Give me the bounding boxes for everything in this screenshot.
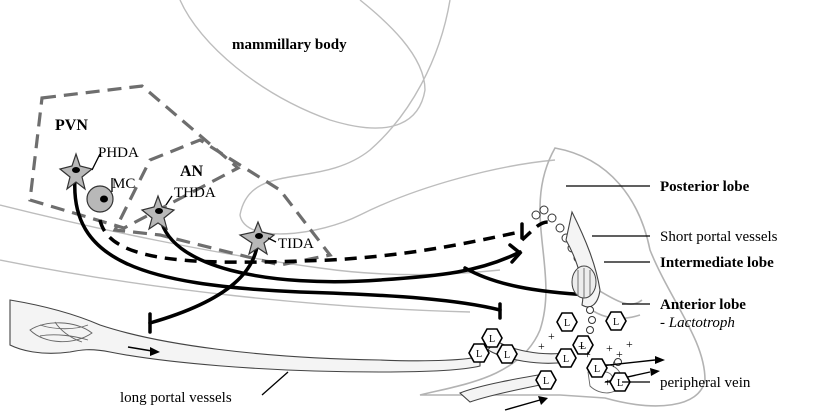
- lactotroph-cell: L: [476, 349, 482, 360]
- phda-label: PHDA: [98, 145, 139, 161]
- lactotroph-cell: L: [613, 317, 619, 328]
- thda-label: THDA: [174, 185, 216, 201]
- lactotroph-cell: L: [543, 376, 549, 387]
- plus-sign: +: [626, 337, 633, 351]
- lactotroph-cell: L: [489, 334, 495, 345]
- lactotroph-cell: L: [564, 318, 570, 329]
- plus-sign: +: [604, 375, 611, 389]
- anterior-lobe-label: Anterior lobe: [660, 297, 746, 313]
- mc-label: MC: [112, 176, 135, 192]
- axons: [75, 178, 590, 332]
- short-portal-vessels-label: Short portal vessels: [660, 229, 778, 245]
- lactotroph-label: - Lactotroph: [660, 315, 735, 331]
- lactotroph-cell: L: [617, 378, 623, 389]
- posterior-lobe-label: Posterior lobe: [660, 179, 750, 195]
- intermediate-lobe-label: Intermediate lobe: [660, 255, 774, 271]
- plus-sign: +: [538, 339, 545, 353]
- plus-sign: +: [584, 347, 591, 361]
- long-portal-vessels-label: long portal vessels: [120, 390, 232, 406]
- posterior-intermediate-boundary: [598, 290, 642, 304]
- lactotroph-cell: L: [504, 350, 510, 361]
- lactotroph-cell: L: [563, 354, 569, 365]
- mammillary-body-label: mammillary body: [232, 37, 347, 53]
- peripheral-vein-label: peripheral vein: [660, 375, 751, 391]
- plus-sign: +: [548, 329, 555, 343]
- plus-sign: +: [616, 347, 623, 361]
- pvn-label: PVN: [55, 117, 88, 134]
- lactotroph-cell: L: [594, 364, 600, 375]
- plus-sign: +: [606, 341, 613, 355]
- an-label: AN: [180, 163, 204, 180]
- tida-label: TIDA: [278, 236, 314, 252]
